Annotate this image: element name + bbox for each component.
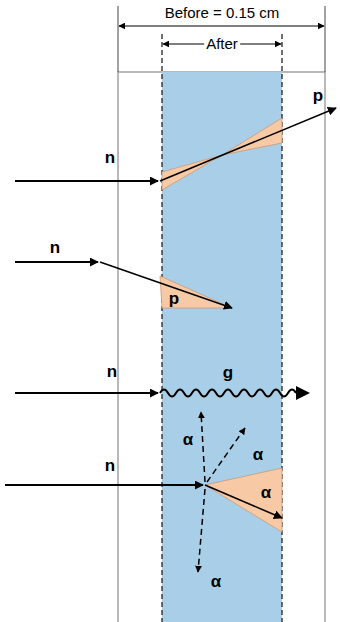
particle-label: α xyxy=(209,573,223,592)
extension-line xyxy=(325,6,326,72)
layer-before xyxy=(118,72,325,622)
particle-label: n xyxy=(105,363,119,382)
gamma-wave xyxy=(160,390,296,397)
energy-wedge xyxy=(160,276,232,308)
dashed-boundary xyxy=(161,34,162,622)
extension-line xyxy=(118,6,119,72)
particle-label: n xyxy=(103,457,117,476)
dimension-label: Before = 0.15 cm xyxy=(163,5,282,22)
neutron-arrow xyxy=(15,392,158,394)
alpha-dashed-track xyxy=(198,489,205,572)
alpha-dashed-track xyxy=(207,428,245,482)
energy-wedge xyxy=(222,118,282,155)
particle-label: n xyxy=(48,239,62,258)
proton-track xyxy=(160,108,336,181)
proton-track xyxy=(100,262,232,308)
dimension-line xyxy=(119,26,324,27)
neutron-arrow xyxy=(15,261,98,263)
particle-label: p xyxy=(311,87,325,106)
alpha-dashed-track xyxy=(201,412,205,482)
particle-label: p xyxy=(167,290,181,309)
neutron-arrow xyxy=(5,484,203,486)
particle-label: α xyxy=(259,484,273,503)
gamma-arrowhead xyxy=(296,386,310,400)
particle-label: α xyxy=(251,446,265,465)
particle-label: n xyxy=(103,149,117,168)
neutron-arrow xyxy=(15,180,158,182)
particle-label: α xyxy=(181,431,195,450)
dimension-label: After xyxy=(204,36,240,53)
energy-wedge xyxy=(205,468,282,532)
particle-label: g xyxy=(221,364,235,383)
energy-wedge xyxy=(162,155,222,190)
